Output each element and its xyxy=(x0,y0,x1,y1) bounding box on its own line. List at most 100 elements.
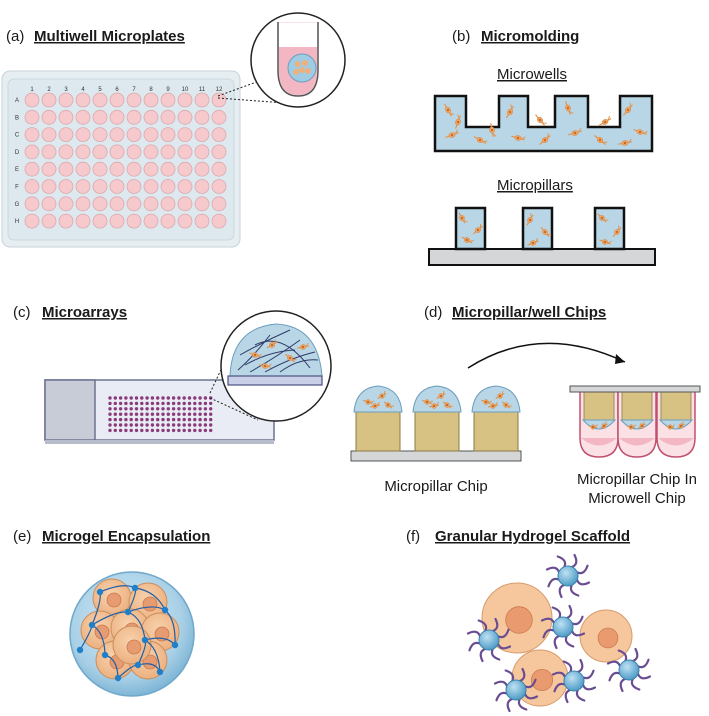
spindle-cell xyxy=(600,421,608,429)
well xyxy=(58,144,74,160)
cell-icon xyxy=(295,61,301,67)
array-spot xyxy=(203,401,208,406)
panel-f-tag: (f) xyxy=(406,528,420,545)
array-spot xyxy=(145,396,149,400)
well xyxy=(58,179,74,194)
array-spot xyxy=(108,412,112,416)
array-spot xyxy=(140,407,144,411)
microgel-strand xyxy=(630,647,639,663)
microgel-strand xyxy=(569,582,580,597)
array-spot xyxy=(193,407,197,411)
microgel-strand xyxy=(581,682,597,691)
inserted-pillar xyxy=(583,391,615,421)
well xyxy=(75,127,91,143)
microgel-strand xyxy=(493,680,509,689)
array-spot xyxy=(193,428,197,433)
well xyxy=(211,179,227,194)
array-spot xyxy=(134,423,139,427)
microgel-strand xyxy=(495,691,510,702)
plate-row-label: C xyxy=(15,133,20,139)
array-spot xyxy=(150,423,155,427)
well xyxy=(160,179,176,194)
cell-icon xyxy=(305,68,311,74)
spindle-cell xyxy=(473,135,488,145)
spindle-cell xyxy=(455,114,461,129)
slide-section xyxy=(227,375,323,386)
microgel-strand xyxy=(564,633,575,648)
panel-e-title: Microgel Encapsulation xyxy=(42,528,210,545)
well xyxy=(109,179,125,194)
well xyxy=(41,144,57,160)
spindle-cell xyxy=(461,236,474,244)
array-spot xyxy=(140,396,144,400)
plate-row-label: E xyxy=(15,167,19,173)
well xyxy=(24,109,40,125)
plate-column-label: 1 xyxy=(30,87,34,93)
cell-nucleus xyxy=(530,668,554,692)
crosslink-node xyxy=(141,636,149,644)
array-spot xyxy=(129,412,133,416)
plate-column-label: 9 xyxy=(166,87,170,93)
plate-wells xyxy=(24,92,227,229)
well xyxy=(41,92,57,108)
spindle-cell xyxy=(442,401,453,409)
array-spot xyxy=(182,428,186,433)
well xyxy=(109,161,125,177)
array-spot xyxy=(187,407,192,411)
array-spot xyxy=(150,401,155,406)
array-spot xyxy=(113,396,118,400)
microgel-particle xyxy=(552,616,574,638)
microarray-spots xyxy=(108,396,213,433)
array-spot xyxy=(156,407,160,411)
well xyxy=(24,161,40,177)
spindle-cell xyxy=(436,390,446,400)
array-spot xyxy=(166,428,170,433)
cell-nucleus xyxy=(106,592,122,608)
pillar xyxy=(473,410,519,452)
crosslink-node xyxy=(76,646,84,654)
array-spot xyxy=(145,407,149,411)
panel-a-title: Multiwell Microplates xyxy=(34,28,185,45)
well xyxy=(75,144,91,160)
array-spot xyxy=(187,401,192,406)
array-spot xyxy=(171,396,176,400)
spindle-cell xyxy=(285,353,297,363)
slide-edge xyxy=(45,440,274,444)
spindle-cell xyxy=(638,421,646,429)
microgel-particle xyxy=(478,629,500,651)
array-spot xyxy=(171,417,176,422)
array-spot xyxy=(118,401,123,406)
array-spot xyxy=(145,423,149,427)
spindle-cell xyxy=(443,103,455,117)
spindle-cell xyxy=(623,102,633,116)
array-spot xyxy=(129,417,133,422)
panel-b: (b) Micromolding Microwells Micropillars xyxy=(428,28,656,266)
array-spot xyxy=(145,417,149,422)
spindle-cell xyxy=(422,399,433,405)
well xyxy=(211,109,227,125)
array-spot xyxy=(108,417,112,422)
spindle-cell xyxy=(369,401,381,409)
array-spot xyxy=(182,423,186,427)
array-spot xyxy=(198,412,202,416)
array-spot xyxy=(134,412,139,416)
array-spot xyxy=(166,396,170,400)
array-spot xyxy=(209,401,213,406)
plate-row-label: D xyxy=(15,150,20,156)
well xyxy=(92,127,108,143)
microgel-strand xyxy=(575,658,584,674)
array-spot xyxy=(134,401,139,406)
well xyxy=(126,109,142,125)
panel-a-tag: (a) xyxy=(6,28,24,45)
well xyxy=(194,144,210,160)
microgel-strand xyxy=(564,604,573,620)
well xyxy=(75,109,91,125)
array-spot xyxy=(134,407,139,411)
plate-column-label: 12 xyxy=(216,87,223,93)
array-spot xyxy=(187,428,192,433)
plate-row-label: F xyxy=(15,185,19,191)
microwell-cells xyxy=(443,101,648,146)
array-spot xyxy=(177,407,181,411)
spindle-cell xyxy=(383,401,394,409)
